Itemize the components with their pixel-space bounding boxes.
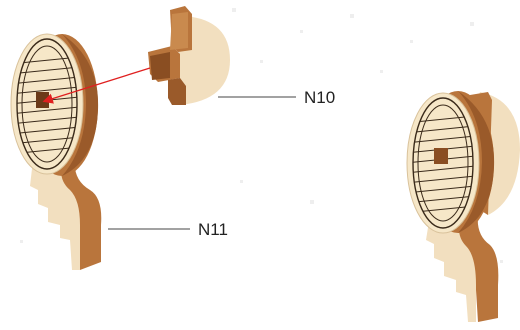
n10-part [148, 6, 230, 105]
n10-cross-shadow [150, 52, 170, 80]
label-n10: N10 [304, 88, 335, 108]
right-disc-square-tenon [434, 148, 448, 164]
right-part-assembled [405, 91, 520, 322]
left-part-n11 [10, 34, 101, 270]
label-n11: N11 [198, 220, 228, 240]
n10-cross-front [170, 12, 188, 50]
